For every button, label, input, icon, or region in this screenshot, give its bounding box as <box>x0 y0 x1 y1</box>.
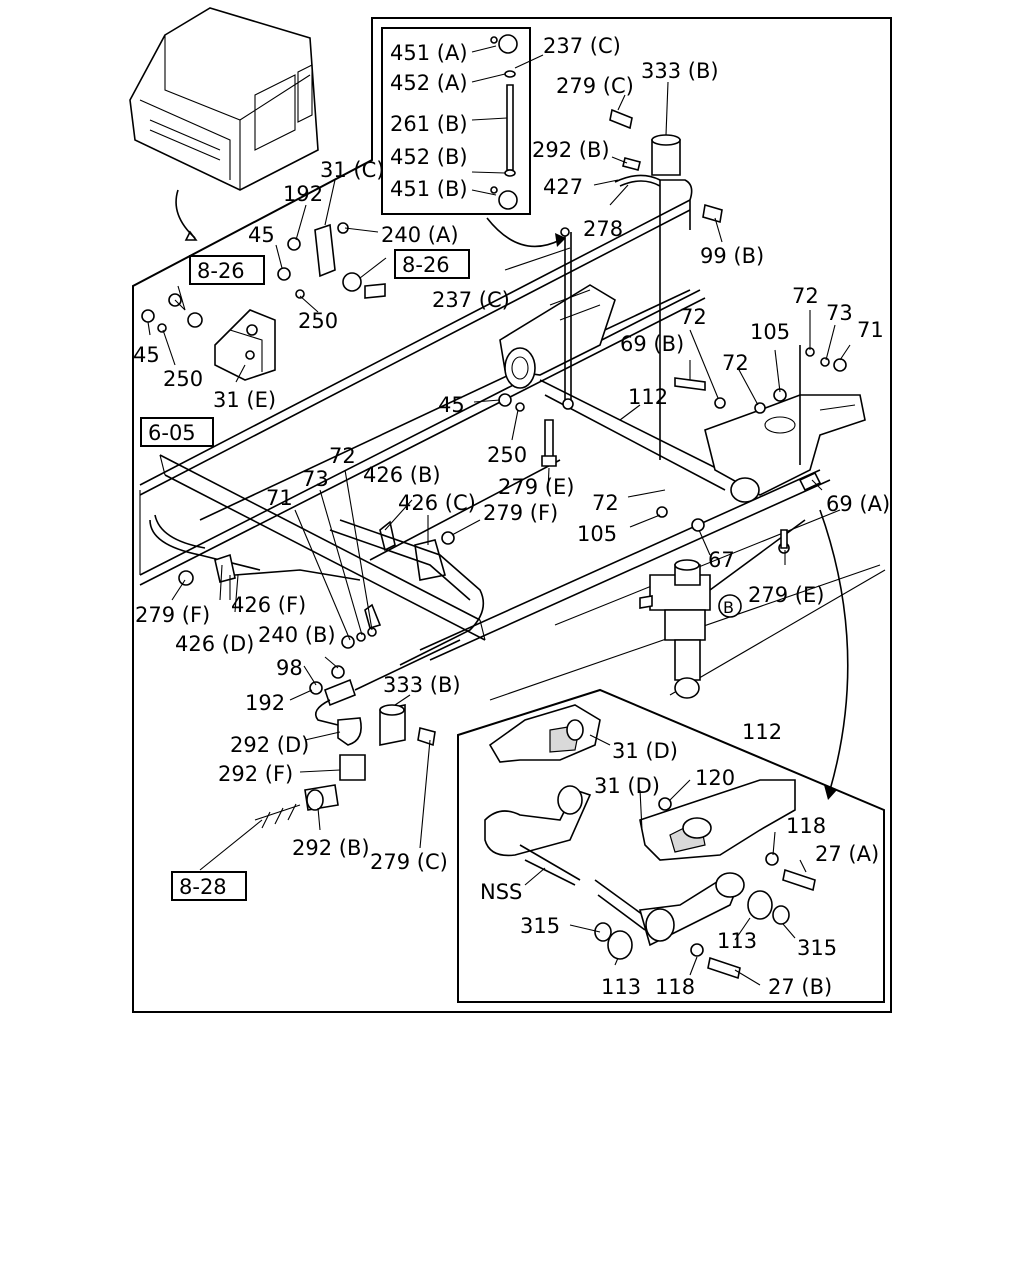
callout-113-left: 113 <box>601 975 641 999</box>
callout-71-right: 71 <box>857 318 884 342</box>
stabilizer-detail-parts <box>484 704 816 980</box>
callout-72-e: 72 <box>592 491 619 515</box>
callout-45-top: 45 <box>248 223 275 247</box>
axle-bracket <box>498 227 616 467</box>
callout-278: 278 <box>583 217 623 241</box>
callout-27-b: 27 (B) <box>768 975 832 999</box>
callout-261-b: 261 (B) <box>390 112 468 136</box>
callout-69-a: 69 (A) <box>826 492 890 516</box>
callout-315-right: 315 <box>797 936 837 960</box>
main-frame <box>132 17 892 1013</box>
callout-279-c-lower: 279 (C) <box>370 850 448 874</box>
callout-31-d-lower: 31 (D) <box>594 774 660 798</box>
callout-73-mid: 73 <box>302 467 329 491</box>
routing-arrows <box>486 217 849 800</box>
callout-45-mid: 45 <box>438 393 465 417</box>
callout-99-b: 99 (B) <box>700 244 764 268</box>
callout-45-left: 45 <box>133 343 160 367</box>
callout-98: 98 <box>276 656 303 680</box>
callout-250-left: 250 <box>163 367 203 391</box>
callout-292-b-top: 292 (B) <box>532 138 610 162</box>
leader-lines <box>147 45 851 986</box>
callout-240-b: 240 (B) <box>258 623 336 647</box>
reference-boxes: 8-26 8-26 6-05 8-28 <box>140 249 470 901</box>
bracket-right <box>674 345 866 503</box>
shock-link-parts <box>490 34 518 210</box>
callout-451-b: 451 (B) <box>390 177 468 201</box>
svg-text:B: B <box>723 598 734 617</box>
callout-279-f-left: 279 (F) <box>135 603 210 627</box>
detail-box-stabilizer <box>457 688 885 1003</box>
callout-112-detail: 112 <box>742 720 782 744</box>
callout-31-d-upper: 31 (D) <box>612 739 678 763</box>
callout-237-c-top: 237 (C) <box>543 34 621 58</box>
callout-237-c-mid: 237 (C) <box>432 288 510 312</box>
callout-105-mid: 105 <box>577 522 617 546</box>
ref-8-28: 8-28 <box>179 875 227 899</box>
callout-426-b: 426 (B) <box>363 463 441 487</box>
callout-72-a: 72 <box>680 305 707 329</box>
callout-labels: 451 (A) 452 (A) 261 (B) 452 (B) 451 (B) … <box>133 34 890 999</box>
callout-315-left: 315 <box>520 914 560 938</box>
frame-rails <box>139 199 886 701</box>
cab-illustration <box>129 7 319 241</box>
callout-71-mid: 71 <box>266 486 293 510</box>
ref-8-26-left: 8-26 <box>197 259 245 283</box>
callout-105-top: 105 <box>750 320 790 344</box>
callout-279-f-mid: 279 (F) <box>483 501 558 525</box>
callout-250-mid: 250 <box>487 443 527 467</box>
callout-279-c-top: 279 (C) <box>556 74 634 98</box>
ref-8-26-right: 8-26 <box>402 253 450 277</box>
inset-box-shock-link <box>381 27 531 215</box>
callout-292-b-lower: 292 (B) <box>292 836 370 860</box>
callout-192-top: 192 <box>283 182 323 206</box>
callout-240-a: 240 (A) <box>381 223 459 247</box>
callout-452-b: 452 (B) <box>390 145 468 169</box>
callout-31-e: 31 (E) <box>213 388 276 412</box>
callout-118-bottom: 118 <box>655 975 695 999</box>
callout-427: 427 <box>543 175 583 199</box>
callout-426-c: 426 (C) <box>398 491 476 515</box>
callout-426-f: 426 (F) <box>231 593 306 617</box>
callout-27-a: 27 (A) <box>815 842 879 866</box>
callout-118-right: 118 <box>786 814 826 838</box>
callout-112-top: 112 <box>628 385 668 409</box>
callout-426-d: 426 (D) <box>175 632 254 656</box>
bracket-upper <box>277 222 386 299</box>
air-line-mid <box>178 519 485 666</box>
callout-72-b: 72 <box>792 284 819 308</box>
ref-box-8-28 <box>171 871 247 901</box>
callout-72-d: 72 <box>329 444 356 468</box>
view-marker-b: B <box>718 594 742 618</box>
callout-279-e-right: 279 (E) <box>748 583 824 607</box>
bracket-left <box>141 293 276 381</box>
callout-192-lower: 192 <box>245 691 285 715</box>
callout-113-right: 113 <box>717 929 757 953</box>
callout-250-top: 250 <box>298 309 338 333</box>
callout-69-b: 69 (B) <box>620 332 684 356</box>
callout-452-a: 452 (A) <box>390 71 468 95</box>
callout-333-b-lower: 333 (B) <box>383 673 461 697</box>
callout-292-d: 292 (D) <box>230 733 309 757</box>
callout-333-b-top: 333 (B) <box>641 59 719 83</box>
callout-72-c: 72 <box>722 351 749 375</box>
callout-120: 120 <box>695 766 735 790</box>
callout-73-right: 73 <box>826 301 853 325</box>
air-fittings-lower <box>254 639 461 829</box>
callout-nss: NSS <box>480 880 522 904</box>
callout-292-f: 292 (F) <box>218 762 293 786</box>
shock-absorber <box>639 506 806 699</box>
ref-box-8-26-left <box>189 255 265 285</box>
callout-67: 67 <box>708 548 735 572</box>
callout-451-a: 451 (A) <box>390 41 468 65</box>
ref-6-05: 6-05 <box>148 421 196 445</box>
ref-box-8-26-right <box>394 249 470 279</box>
callout-31-c: 31 (C) <box>320 158 384 182</box>
callout-279-e-mid: 279 (E) <box>498 475 574 499</box>
ref-box-6-05 <box>140 417 214 447</box>
